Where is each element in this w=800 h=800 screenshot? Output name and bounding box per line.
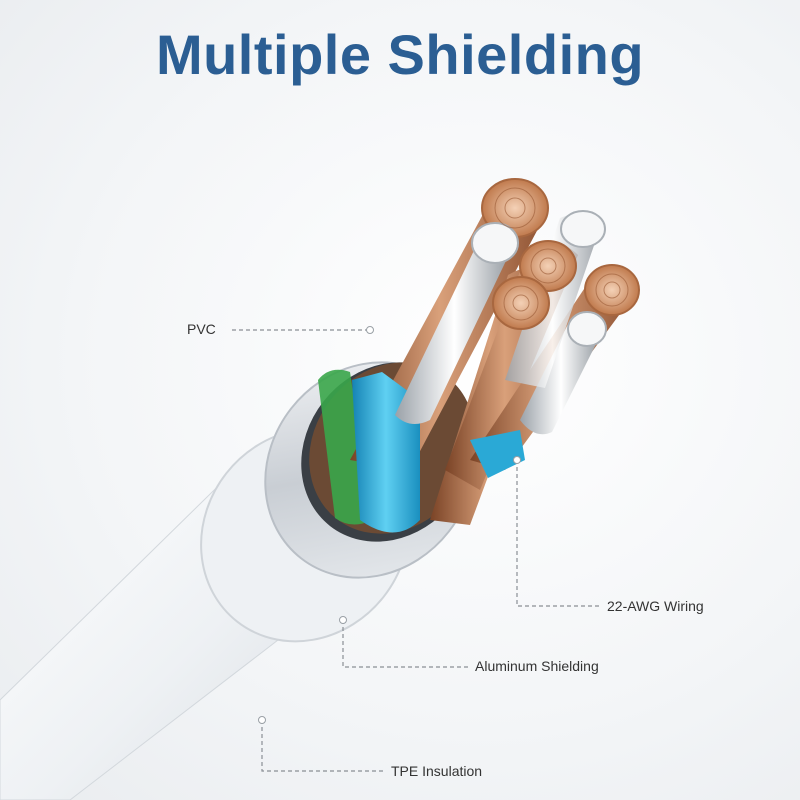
aluminum-leader xyxy=(342,620,470,668)
page-title: Multiple Shielding xyxy=(155,23,645,86)
silver-end-3 xyxy=(567,311,607,347)
copper-end-4 xyxy=(584,264,640,316)
wiring-leader xyxy=(516,460,600,607)
copper-end-3 xyxy=(492,276,550,330)
tpe-leader xyxy=(261,720,385,772)
silver-end-2 xyxy=(560,210,606,248)
silver-wire-3 xyxy=(505,214,600,388)
silver-wire-2 xyxy=(520,317,602,435)
copper-end-2 xyxy=(519,240,577,292)
wiring-label: 22-AWG Wiring xyxy=(607,598,704,614)
tpe-label: TPE Insulation xyxy=(391,763,483,779)
silver-end-1 xyxy=(471,222,519,264)
pvc-label: PVC xyxy=(187,321,216,337)
silver-wire-1 xyxy=(395,232,514,424)
aluminum-label: Aluminum Shielding xyxy=(475,658,599,674)
